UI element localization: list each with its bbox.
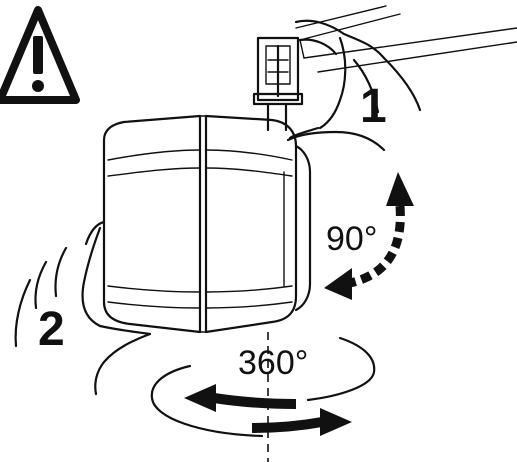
- rotation-arrow: [150, 336, 376, 438]
- tilt-angle-label: 90°: [326, 220, 377, 258]
- step-2-label: 2: [38, 303, 65, 356]
- device-housing: [102, 114, 312, 334]
- step-1-label: 1: [360, 80, 387, 133]
- mounting-bracket: [252, 36, 304, 132]
- hand-bottom: [14, 220, 152, 396]
- tilt-arrow: [324, 172, 414, 300]
- warning-icon: [0, 6, 80, 104]
- mounting-rail: [295, 5, 517, 73]
- hand-top: [286, 19, 422, 152]
- rotation-angle-label: 360°: [238, 344, 308, 382]
